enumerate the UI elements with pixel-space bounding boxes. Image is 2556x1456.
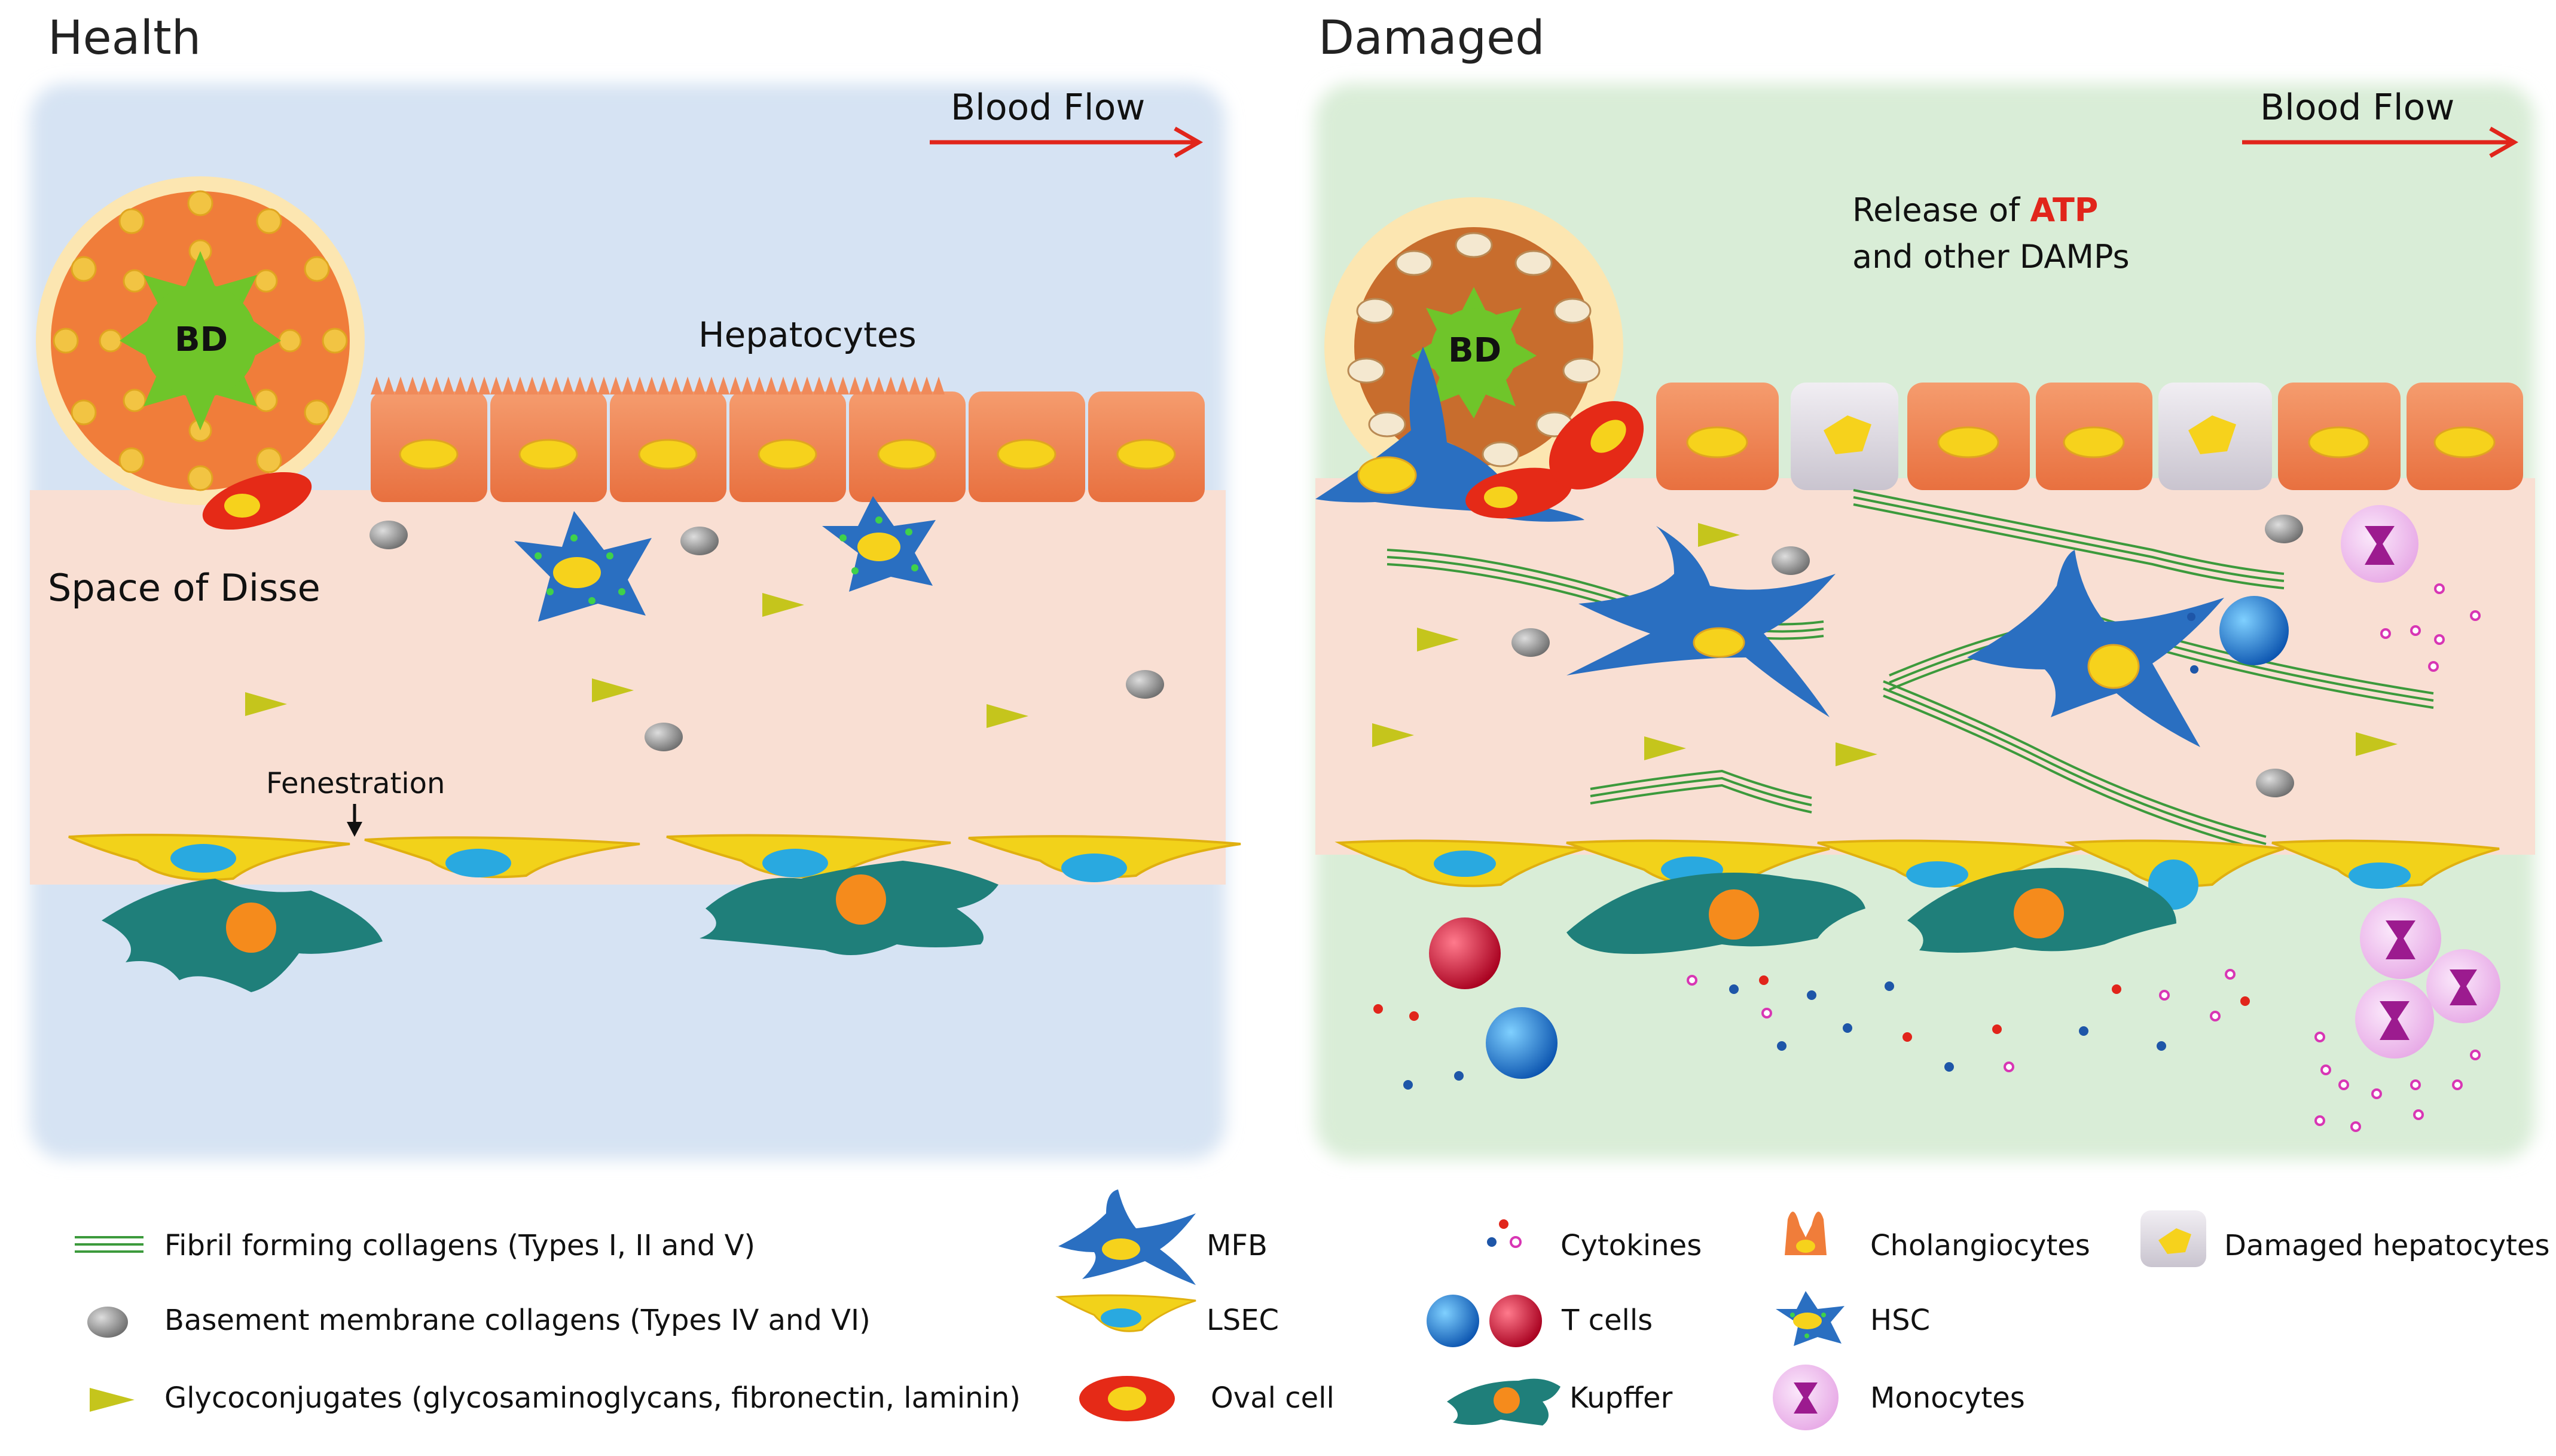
damaged-disse-cytokines [2187, 613, 2198, 674]
legend-glycoconjugate-label: Glycoconjugates (glycosaminoglycans, fib… [164, 1381, 1021, 1415]
damaged-kupffer-2 [1907, 868, 2176, 953]
damaged-oval-cell-2 [1549, 401, 1644, 490]
damaged-monocyte-3 [2355, 980, 2434, 1059]
health-blood-flow-label: Blood Flow [951, 87, 1145, 129]
health-space-of-disse-label: Space of Disse [48, 566, 320, 610]
legend-damaged-hepatocytes-label: Damaged hepatocytes [2224, 1229, 2549, 1262]
legend-cholangiocytes-icon [1785, 1212, 1827, 1255]
health-kupffer-1 [102, 879, 383, 992]
legend-damaged-hepatocyte-icon [2140, 1210, 2206, 1267]
health-blood-flow-arrow [930, 126, 1204, 158]
legend-monocytes-label: Monocytes [1870, 1381, 2025, 1415]
health-glycoconjugates [245, 593, 1028, 728]
damaged-panel: Damaged Blood Flow Release of ATP and ot… [1315, 11, 2535, 1160]
damaged-hepatocytes-row [1656, 383, 2523, 490]
legend-fibril-label: Fibril forming collagens (Types I, II an… [164, 1229, 755, 1262]
health-fenestration-arrow [347, 804, 362, 837]
health-basement-collagens [369, 521, 1164, 751]
health-bile-duct: BD [36, 176, 365, 505]
damaged-t-cell-disse [2219, 596, 2289, 665]
legend-cytokines-label: Cytokines [1561, 1229, 1702, 1262]
damaged-cytokines-blue [1403, 981, 2166, 1090]
legend-monocytes-icon [1773, 1365, 1839, 1430]
legend-glycoconjugate-icon [90, 1388, 135, 1412]
damaged-blood-flow-label: Blood Flow [2260, 87, 2454, 129]
health-lsec-row [68, 833, 1241, 882]
legend-cholangiocytes-label: Cholangiocytes [1870, 1229, 2090, 1262]
damaged-monocyte-dots-top [2380, 583, 2481, 672]
legend-t-cells-icon [1427, 1295, 1542, 1347]
health-fenestration-label: Fenestration [266, 767, 445, 800]
damaged-oval-cell-1 [1465, 467, 1572, 519]
health-panel: Health Blood Flow BD [30, 11, 1241, 1160]
damaged-mfb-bileduct [1315, 347, 1584, 522]
damaged-monocyte-2 [2426, 949, 2500, 1023]
damaged-fibril-collagens [1387, 489, 2434, 852]
health-hsc-1 [514, 511, 652, 622]
damaged-cytokines-pink [1687, 969, 2481, 1132]
legend-mfb-label: MFB [1207, 1229, 1268, 1262]
health-hsc-2 [822, 496, 936, 592]
health-hepatocytes-row [371, 377, 1205, 502]
legend-lsec-icon [1055, 1294, 1196, 1332]
legend-mfb-icon [1058, 1189, 1196, 1285]
legend-basement-collagen-icon [87, 1307, 128, 1338]
damaged-release-prefix: Release of [1852, 191, 2030, 229]
legend-cytokines-icon [1487, 1219, 1522, 1248]
damaged-glycoconjugates [1372, 523, 2398, 766]
legend-t-cells-label: T cells [1561, 1304, 1653, 1337]
legend-kupffer-icon [1447, 1378, 1561, 1426]
health-bd-label: BD [175, 320, 228, 359]
legend-basement-label: Basement membrane collagens (Types IV an… [164, 1304, 871, 1337]
damaged-basement-collagens [1511, 515, 2303, 797]
legend-kupffer-label: Kupffer [1569, 1381, 1673, 1415]
legend-fibril-collagen-icon [75, 1236, 143, 1253]
damaged-blood-flow-arrow [2242, 126, 2519, 158]
damaged-mfb-1 [1566, 526, 1836, 717]
damaged-cytokines-red [1373, 975, 2250, 1042]
legend-lsec-label: LSEC [1207, 1304, 1279, 1337]
damaged-monocyte-top [2341, 505, 2418, 583]
damaged-release-line2: and other DAMPs [1852, 238, 2130, 276]
damaged-release-text: Release of ATP [1852, 191, 2098, 229]
damaged-mfb-2 [1967, 550, 2224, 747]
damaged-space-of-disse [1315, 478, 2535, 855]
health-oval-cell [202, 472, 312, 530]
damaged-bd-label: BD [1448, 331, 1501, 370]
damaged-kupffer-1 [1566, 873, 1865, 954]
legend: Fibril forming collagens (Types I, II an… [75, 1189, 2549, 1430]
damaged-atp-highlight: ATP [2030, 191, 2098, 229]
legend-hsc-label: HSC [1870, 1304, 1930, 1337]
legend-hsc-icon [1776, 1291, 1845, 1346]
damaged-t-cell-blue [1486, 1007, 1558, 1079]
damaged-title: Damaged [1318, 11, 1545, 65]
health-kupffer-2 [700, 861, 998, 955]
legend-oval-cell-icon [1079, 1376, 1175, 1421]
health-hepatocytes-label: Hepatocytes [698, 314, 917, 355]
damaged-monocyte-1 [2360, 898, 2441, 979]
health-title: Health [48, 11, 201, 65]
damaged-t-cell-red [1429, 917, 1501, 989]
legend-oval-cell-label: Oval cell [1211, 1381, 1335, 1415]
